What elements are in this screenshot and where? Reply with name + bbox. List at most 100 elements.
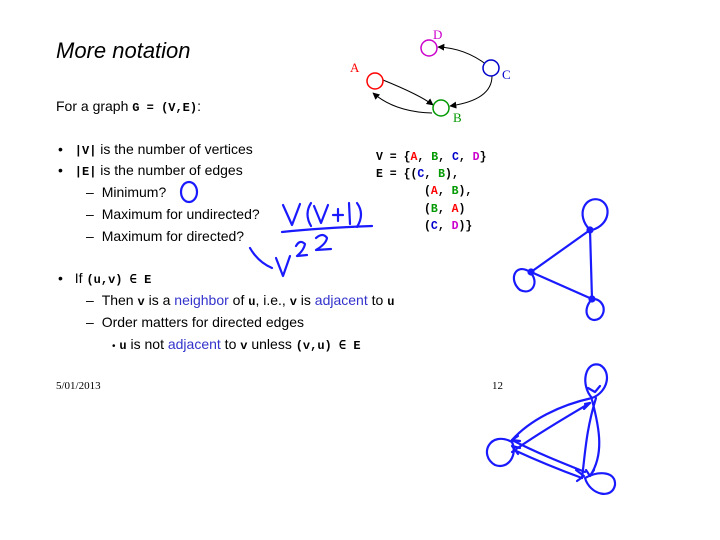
slide-title: More notation xyxy=(56,38,191,63)
bullet-edges: • |E| is the number of edges xyxy=(58,162,243,179)
vertex-d-ref: D xyxy=(451,220,459,233)
set-text: ( xyxy=(424,220,431,233)
edge-c-to-b xyxy=(449,75,493,109)
vertex-b-label: B xyxy=(453,110,462,125)
text-run: is xyxy=(296,292,315,308)
set-text: , xyxy=(437,220,452,233)
vertex-b-ref: B xyxy=(431,151,439,164)
text-run: Then xyxy=(101,292,138,308)
sub-bullet-text: Minimum? xyxy=(101,184,167,200)
set-text: E = {( xyxy=(376,168,418,181)
handwritten-undirected-formula xyxy=(280,201,374,252)
text-run: to xyxy=(367,292,388,308)
vertex-c-label: C xyxy=(502,67,511,82)
order-text: Order matters for directed edges xyxy=(101,314,304,330)
set-text: , xyxy=(424,168,439,181)
intro-line: For a graph G = (V,E): xyxy=(56,98,201,115)
handwritten-ink xyxy=(179,180,374,278)
vertex-c-node xyxy=(482,59,500,77)
dash-marker: – xyxy=(86,206,94,222)
vertex-d-node xyxy=(420,39,438,57)
set-text: ( xyxy=(424,203,431,216)
text-run: is a xyxy=(144,292,175,308)
bullet-code: |E| xyxy=(74,165,97,179)
set-text: ), xyxy=(458,185,473,198)
sub-bullet-text: Maximum for undirected? xyxy=(101,206,260,222)
set-text: )} xyxy=(458,220,473,233)
order-line: – Order matters for directed edges xyxy=(86,314,304,330)
edge-set-line-3: (B, A) xyxy=(424,203,465,216)
if-prefix: If xyxy=(74,270,87,286)
set-text: ), xyxy=(445,168,459,181)
dash-marker: – xyxy=(86,184,94,200)
code-run: u xyxy=(387,295,395,309)
footer-date: 5/01/2013 xyxy=(56,380,101,392)
bullet-if: • If (u,v) ∈ E xyxy=(58,270,151,287)
handwritten-graph-directed xyxy=(485,363,617,495)
bullet-vertices: • |V| is the number of vertices xyxy=(58,141,253,158)
dash-marker: – xyxy=(86,292,94,308)
vertex-a-node xyxy=(366,72,384,90)
code-run: (v,u) ∈ E xyxy=(295,339,361,353)
set-text: , xyxy=(438,151,452,164)
sub-bullet-max-undirected: – Maximum for undirected? xyxy=(86,206,260,222)
handwritten-graph-undirected xyxy=(512,198,609,321)
vertex-a-ref: A xyxy=(451,203,459,216)
vertex-c-ref: C xyxy=(451,151,459,164)
vertex-d-ref: D xyxy=(472,151,480,164)
code-run: u xyxy=(248,295,256,309)
vertex-a-ref: A xyxy=(430,185,438,198)
adjacent-term: adjacent xyxy=(314,292,368,308)
vertex-a-label: A xyxy=(350,60,360,75)
sub-bullet-text: Maximum for directed? xyxy=(101,228,245,244)
text-run: is not xyxy=(126,336,168,352)
set-text: ) xyxy=(458,203,466,216)
then-line: – Then v is a neighbor of u, i.e., v is … xyxy=(86,292,394,309)
neighbor-term: neighbor xyxy=(174,292,229,308)
dash-marker: – xyxy=(86,228,94,244)
vertex-d-label: D xyxy=(433,27,442,42)
bullet-code: |V| xyxy=(74,144,97,158)
dash-marker: – xyxy=(86,314,94,330)
sub-bullet-minimum: – Minimum? xyxy=(86,184,166,200)
vertex-c-ref: C xyxy=(430,220,438,233)
edge-b-to-a xyxy=(372,92,433,114)
bullet-marker: • xyxy=(58,141,63,157)
set-text: ( xyxy=(424,185,431,198)
set-text: V = { xyxy=(376,151,411,164)
u-line: • u is not adjacent to v unless (v,u) ∈ … xyxy=(112,336,361,353)
set-text: , xyxy=(437,185,452,198)
bullet-marker: • xyxy=(112,341,116,352)
edge-a-to-b xyxy=(382,79,434,106)
vertex-b-ref: B xyxy=(451,185,459,198)
edge-set-line-4: (C, D)} xyxy=(424,220,472,233)
footer-page-number: 12 xyxy=(492,380,503,392)
vertex-b-ref: B xyxy=(430,203,438,216)
text-run: of xyxy=(228,292,249,308)
if-code: (u,v) ∈ E xyxy=(86,273,152,287)
vertex-set-line: V = {A, B, C, D} xyxy=(376,151,486,164)
bullet-marker: • xyxy=(58,270,63,286)
edge-set-line-1: E = {(C, B), xyxy=(376,168,459,181)
text-run: unless xyxy=(247,336,296,352)
set-text: , xyxy=(437,203,452,216)
bullet-marker: • xyxy=(58,162,63,178)
set-text: , xyxy=(417,151,432,164)
intro-prefix: For a graph xyxy=(56,98,133,114)
adjacent-term: adjacent xyxy=(167,336,221,352)
set-text: , xyxy=(458,151,473,164)
text-run: to xyxy=(220,336,241,352)
vertex-a-ref: A xyxy=(410,151,418,164)
bullet-text: is the number of edges xyxy=(96,162,243,178)
set-text: } xyxy=(479,151,487,164)
edge-c-to-d xyxy=(437,43,488,66)
code-run: v xyxy=(240,339,248,353)
handwritten-zero xyxy=(179,180,199,204)
intro-suffix: : xyxy=(197,98,201,114)
code-run: u xyxy=(119,339,127,353)
sub-bullet-max-directed: – Maximum for directed? xyxy=(86,228,244,244)
edge-set-line-2: (A, B), xyxy=(424,185,472,198)
vertex-c-ref: C xyxy=(417,168,425,181)
code-run: v xyxy=(289,295,297,309)
